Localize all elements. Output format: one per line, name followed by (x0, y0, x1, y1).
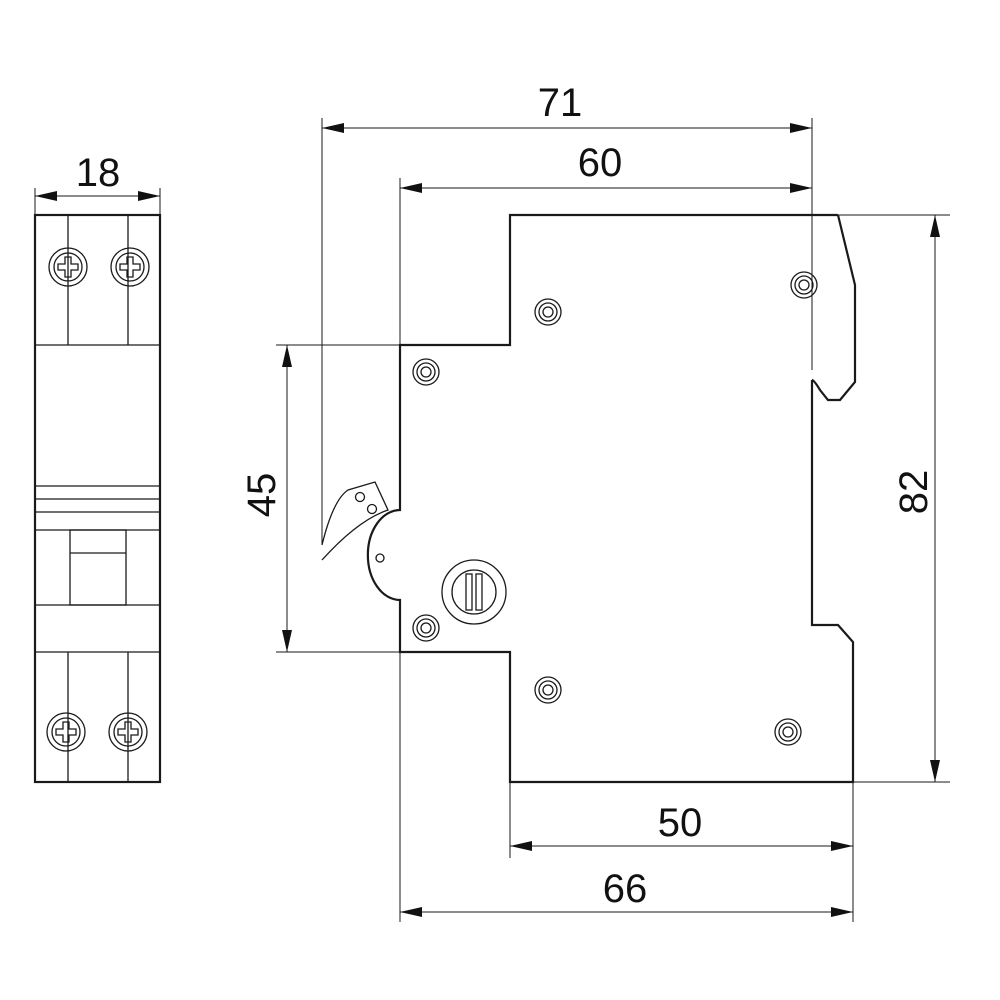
dim-label-overall-depth: 71 (538, 81, 583, 125)
rivet-icon (774, 718, 802, 746)
dim-front-width: 18 (34, 151, 161, 215)
dim-label-front-width: 18 (76, 151, 121, 195)
side-view (321, 213, 857, 784)
rivet-icon (790, 271, 818, 299)
dim-lower-depth: 50 (509, 782, 854, 922)
dim-total-height: 82 (838, 214, 950, 783)
dim-label-base-depth: 66 (603, 867, 648, 911)
front-view (33, 213, 162, 784)
dim-front-height: 45 (240, 344, 400, 653)
dim-label-body-depth: 60 (578, 141, 623, 185)
screw-terminal-icon (110, 247, 150, 287)
dim-label-lower-depth: 50 (658, 801, 703, 845)
dim-body-depth: 60 (399, 141, 812, 345)
rivet-icon (412, 614, 440, 642)
toggle-lever (69, 529, 127, 606)
rivet-icon (412, 358, 440, 386)
dim-base-depth: 66 (399, 652, 853, 922)
test-knob-icon (441, 559, 507, 625)
dim-label-front-height: 45 (240, 473, 284, 518)
rivet-icon (534, 676, 562, 704)
dim-label-total-height: 82 (892, 470, 936, 515)
rivet-icon (534, 298, 562, 326)
side-housing-outline (366, 213, 855, 784)
din-rail-clip (811, 214, 857, 402)
dim-overall-depth: 71 (321, 81, 813, 545)
screw-terminal-icon (46, 712, 86, 752)
toggle-handle (321, 481, 389, 561)
